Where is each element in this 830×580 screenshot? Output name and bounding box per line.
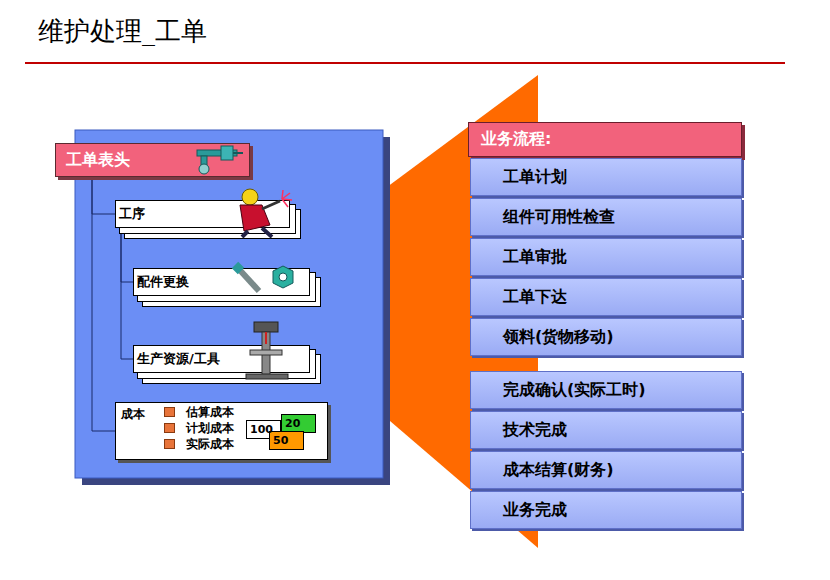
cost-item-label: 估算成本 [164,405,234,420]
title-rule [25,62,785,64]
stacked-box: 工序 [115,200,290,228]
node-text: 工单计划 [503,167,567,188]
stacked-box: 配件更换 [133,268,310,296]
tree-connector [121,228,133,282]
drill-press-icon [244,320,294,380]
cost-item-label: 实际成本 [164,437,234,452]
node-text: 业务完成 [503,500,567,521]
process-step: 技术完成 [470,411,742,449]
cost-item-label: 计划成本 [164,421,234,436]
node-text: 组件可用性检查 [503,207,615,228]
tree-connector [92,177,115,431]
node-text: 领料(货物移动) [503,327,614,348]
node-text: 工序 [119,205,145,223]
header-box: 工单表头 [55,143,250,177]
node-text: 工单审批 [503,247,567,268]
process-step: 成本结算(财务) [470,451,742,489]
process-step: 组件可用性检查 [470,198,742,236]
node-text: 配件更换 [137,273,189,291]
order-panel [75,130,383,478]
node-text: 业务流程: [481,129,551,150]
welder-icon [228,187,298,237]
node-text: 成本 [121,406,145,423]
node-text: 技术完成 [503,420,567,441]
value-box: 50 [269,431,304,450]
node-text: 20 [285,417,300,430]
process-header: 业务流程: [468,122,742,157]
tree-connector [92,177,115,214]
process-step: 领料(货物移动) [470,318,742,356]
node-text: 成本结算(财务) [503,460,614,481]
node-text: 完成确认(实际工时) [503,380,646,401]
process-step: 工单审批 [470,238,742,276]
process-step: 完成确认(实际工时) [470,371,742,409]
cost-box: 100 20 50 成本 估算成本计划成本实际成本 [115,402,328,460]
process-step: 工单计划 [470,158,742,196]
process-step: 工单下达 [470,278,742,316]
node-text: 生产资源/工具 [137,350,220,368]
pump-icon [191,144,246,176]
node-text: 工单下达 [503,287,567,308]
process-step: 业务完成 [470,491,742,529]
stacked-box: 生产资源/工具 [133,345,310,373]
tree-connector [121,228,133,359]
screw-nut-icon [229,263,299,295]
page-title: 维护处理_工单 [38,14,207,49]
node-text: 100 [250,423,273,436]
node-text: 工单表头 [66,150,130,171]
node-text: 50 [273,434,288,447]
